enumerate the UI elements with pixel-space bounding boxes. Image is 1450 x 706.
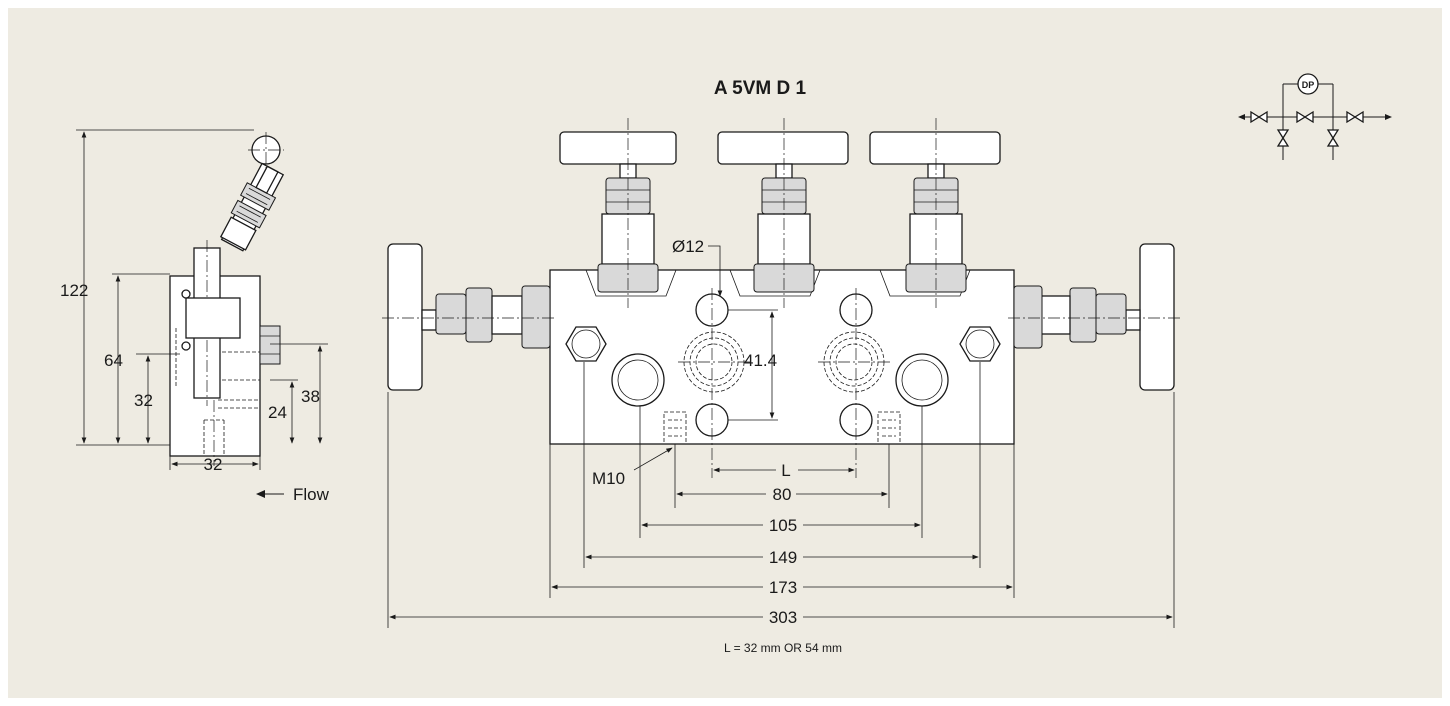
flow-arrow-icon bbox=[256, 490, 284, 498]
dimension-note: L = 32 mm OR 54 mm bbox=[724, 641, 842, 655]
threaded-hole-right bbox=[877, 411, 901, 445]
dim-hole-spacing: 41.4 bbox=[744, 351, 777, 370]
dim-total-height: 122 bbox=[60, 281, 88, 300]
valve-stem-right bbox=[869, 118, 1001, 308]
hole-diameter-label: Ø12 bbox=[672, 237, 704, 256]
dim-port-height: 32 bbox=[134, 391, 153, 410]
front-view: 41.4 Ø12 M10 L 80 105 149 bbox=[382, 118, 1180, 628]
hex-plug-right bbox=[959, 326, 1001, 362]
drawing-sheet: A 5VM D 1 DP bbox=[8, 8, 1442, 698]
drawing-title: A 5VM D 1 bbox=[714, 78, 807, 99]
hex-plug-left bbox=[565, 326, 607, 362]
dim-149: 149 bbox=[769, 548, 797, 567]
piping-schematic-symbol: DP bbox=[1238, 73, 1392, 160]
dim-303: 303 bbox=[769, 608, 797, 627]
valve-stem-middle bbox=[717, 118, 849, 308]
side-view: 122 64 32 38 24 32 Flow bbox=[60, 129, 330, 504]
side-valve-right bbox=[1008, 243, 1180, 391]
technical-drawing: A 5VM D 1 DP bbox=[60, 73, 1392, 655]
angled-valve-stem bbox=[219, 162, 285, 252]
dim-side-width: 32 bbox=[204, 455, 223, 474]
dim-80: 80 bbox=[773, 485, 792, 504]
dim-thread-height: 24 bbox=[268, 403, 287, 422]
port-large-right bbox=[895, 353, 949, 407]
dim-l: L bbox=[781, 461, 790, 480]
dim-105: 105 bbox=[769, 516, 797, 535]
dp-gauge-icon bbox=[1297, 73, 1319, 95]
valve-symbol bbox=[1250, 110, 1268, 124]
thread-label: M10 bbox=[592, 469, 625, 488]
dp-label: DP bbox=[1302, 80, 1315, 90]
port-large-left bbox=[611, 353, 665, 407]
threaded-hole-left bbox=[663, 411, 687, 445]
dim-body-height: 64 bbox=[104, 351, 123, 370]
valve-stem-left bbox=[559, 118, 677, 308]
dim-bolt-height: 38 bbox=[301, 387, 320, 406]
dim-173: 173 bbox=[769, 578, 797, 597]
side-valve-left bbox=[382, 243, 556, 391]
flow-label: Flow bbox=[293, 485, 330, 504]
